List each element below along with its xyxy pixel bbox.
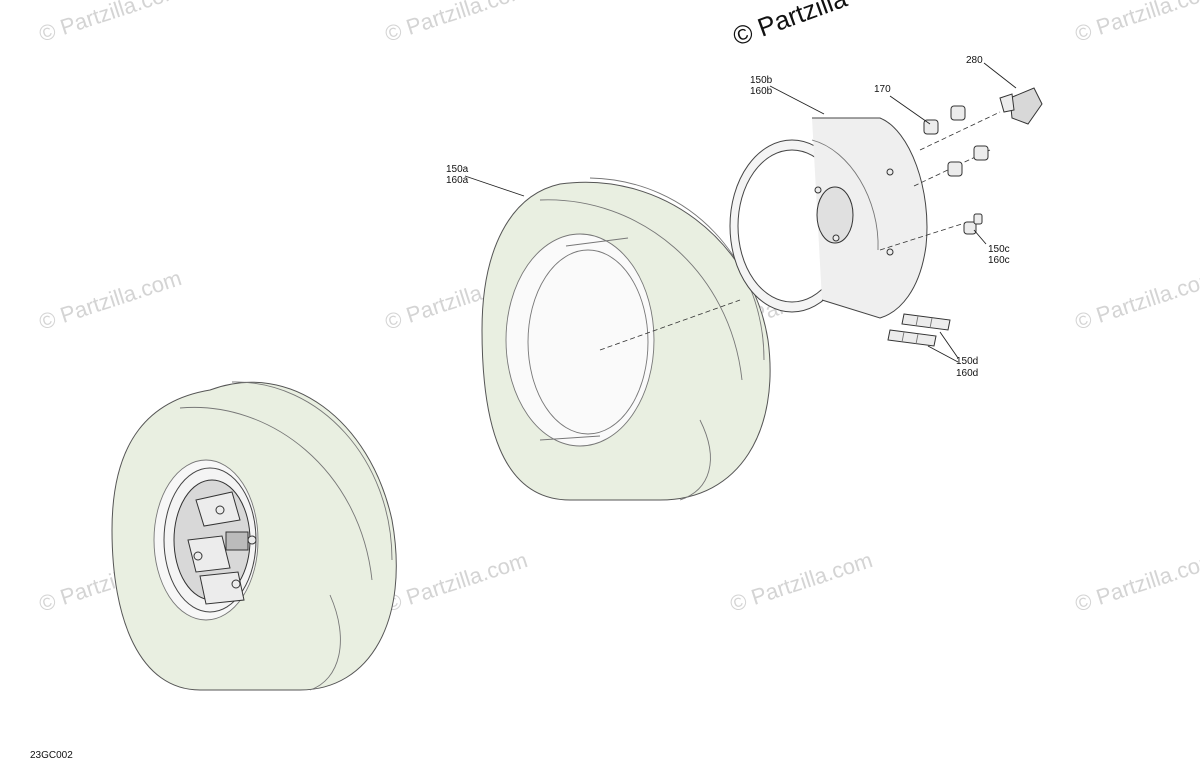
lug-nuts [923,105,989,177]
hub-cap [999,87,1043,125]
callout-160a: 160a [446,175,469,186]
watermark: © Partzilla.com [1072,265,1200,335]
axis-line-tire [599,299,741,351]
leader-line-280 [983,62,1017,89]
diagram-code: 23GC002 [30,750,73,761]
axis-line-valve [879,221,969,251]
callout-150c: 150c [988,244,1010,255]
watermark-main: © Partzilla [729,0,851,52]
watermark: © Partzilla.com [1072,0,1200,47]
lug-nut [973,145,989,161]
assembled-wheel [111,381,397,691]
watermark: © Partzilla.com [382,0,531,47]
leader-line-150d-160d-lower [927,345,959,363]
rim [729,117,928,319]
leader-lines [464,62,1017,363]
callout-150b: 150b [750,75,773,86]
balance-weights [887,313,951,347]
watermark: © Partzilla.com [727,547,876,617]
leader-line-150c-160c [973,229,987,245]
axis-line-stud-upper [919,111,1001,151]
lug-nut [923,119,939,135]
leader-line-150d-160d-upper [939,331,959,359]
tire [481,177,771,501]
lug-nut [947,161,963,177]
callout-150d: 150d [956,356,978,367]
leader-line-170 [889,95,931,125]
callout-160c: 160c [988,255,1010,266]
callout-labels: 280 170 150b 160b 150a 160a 150c 160c 15… [446,55,1010,379]
watermark: © Partzilla.com [36,265,185,335]
leader-line-150b-160b [769,85,825,115]
callout-160d: 160d [956,368,978,379]
valve-stem [963,213,983,235]
watermark: © Partzilla.com [1072,547,1200,617]
watermark: © Partzilla.com [36,0,185,47]
lug-nut [950,105,966,121]
callout-160b: 160b [750,86,773,97]
watermark: © Partzilla.com [382,547,531,617]
callout-150a: 150a [446,164,469,175]
callout-280: 280 [966,55,983,66]
leader-line-150a-160a [464,175,525,197]
callout-170: 170 [874,84,891,95]
